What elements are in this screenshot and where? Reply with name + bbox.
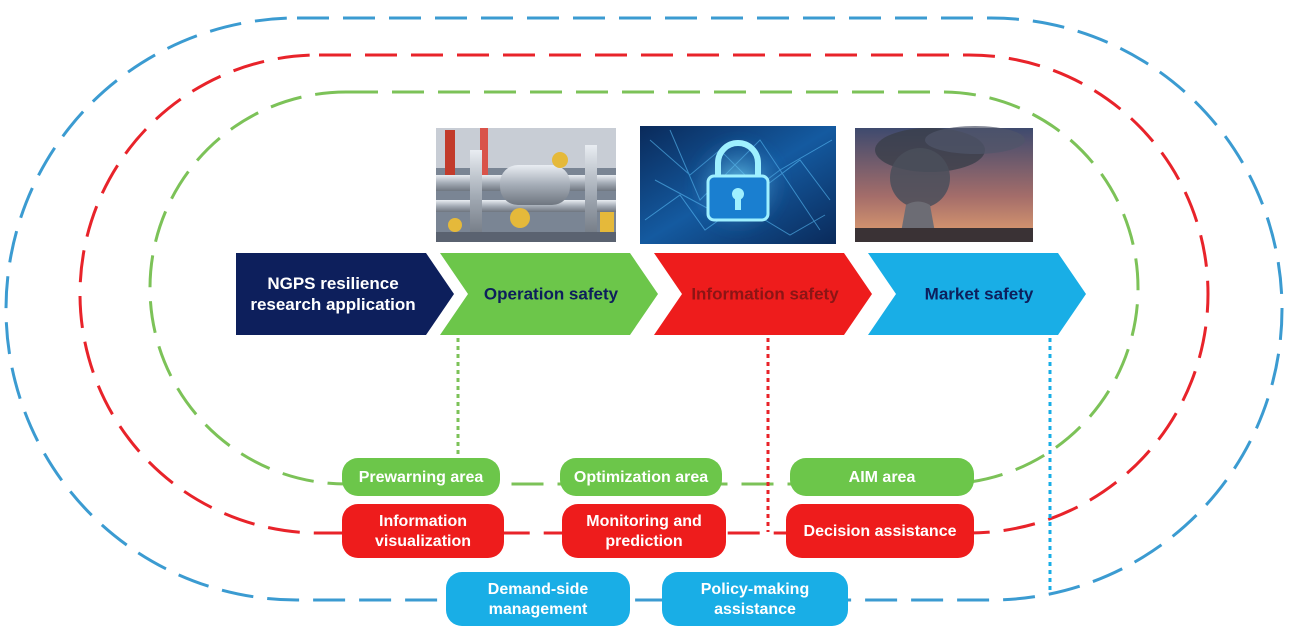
- market-safety-arrow: Market safety: [868, 253, 1086, 335]
- aim-area-label-line: AIM area: [849, 469, 916, 486]
- demand-side-management-pill: Demand-side management: [446, 572, 630, 626]
- policy-making-assistance-pill: Policy-making assistance: [662, 572, 848, 626]
- policy-making-assistance-label-line: assistance: [714, 601, 796, 618]
- decision-assistance-pill-bg: [786, 504, 974, 558]
- aim-area-pill-bg: [790, 458, 974, 496]
- prewarning-area-pill: Prewarning area: [342, 458, 500, 496]
- demand-side-management-label-line: management: [489, 601, 588, 618]
- optimization-area-label-line: Optimization area: [574, 469, 708, 486]
- operation-safety-arrow: Operation safety: [440, 253, 658, 335]
- information-visualization-label-line: visualization: [375, 533, 471, 550]
- demand-side-management-pill-bg: [446, 572, 630, 626]
- research-application-arrow: NGPS resilience research application: [236, 253, 454, 335]
- demand-side-management-label-line: Demand-side: [488, 581, 589, 598]
- blue-dashed-loop: [4, 16, 1284, 602]
- optimization-area-pill-bg: [560, 458, 722, 496]
- optimization-area-pill: Optimization area: [560, 458, 722, 496]
- operation-safety-label-line: Operation safety: [484, 284, 619, 303]
- monitoring-and-prediction-label-line: prediction: [605, 533, 682, 550]
- connectors: [456, 338, 1052, 590]
- industrial-pipes-image: [436, 128, 616, 242]
- decision-assistance-pill: Decision assistance: [786, 504, 974, 558]
- research-application-chevron: [236, 253, 454, 335]
- policy-making-assistance-pill-bg: [662, 572, 848, 626]
- market-safety-label-line: Market safety: [925, 284, 1034, 303]
- information-safety-chevron: [654, 253, 872, 335]
- prewarning-area-label-line: Prewarning area: [359, 469, 484, 486]
- market-safety-chevron: [868, 253, 1086, 335]
- arrow-row: NGPS resilience research application Opera…: [236, 253, 1086, 335]
- policy-making-assistance-label-line: Policy-making: [701, 581, 809, 598]
- power-plant-smoke-image: [855, 126, 1033, 242]
- monitoring-and-prediction-pill-bg: [562, 504, 726, 558]
- prewarning-area-pill-bg: [342, 458, 500, 496]
- information-visualization-pill-bg: [342, 504, 504, 558]
- operation-safety-chevron: [440, 253, 658, 335]
- digital-lock-image: [640, 126, 836, 244]
- decision-assistance-label-line: Decision assistance: [804, 523, 957, 540]
- aim-area-pill: AIM area: [790, 458, 974, 496]
- monitoring-and-prediction-label-line: Monitoring and: [586, 513, 702, 530]
- information-visualization-pill: Information visualization: [342, 504, 504, 558]
- information-safety-arrow: Information safety: [654, 253, 872, 335]
- research-application-label-line: research application: [250, 295, 415, 314]
- green-dashed-loop: [148, 90, 1140, 486]
- monitoring-and-prediction-pill: Monitoring and prediction: [562, 504, 726, 558]
- research-application-label-line: NGPS resilience: [267, 274, 398, 293]
- information-safety-label-line: Information safety: [691, 284, 839, 303]
- pill-row: Prewarning area Optimization area AIM area…: [342, 458, 974, 626]
- information-visualization-label-line: Information: [379, 513, 467, 530]
